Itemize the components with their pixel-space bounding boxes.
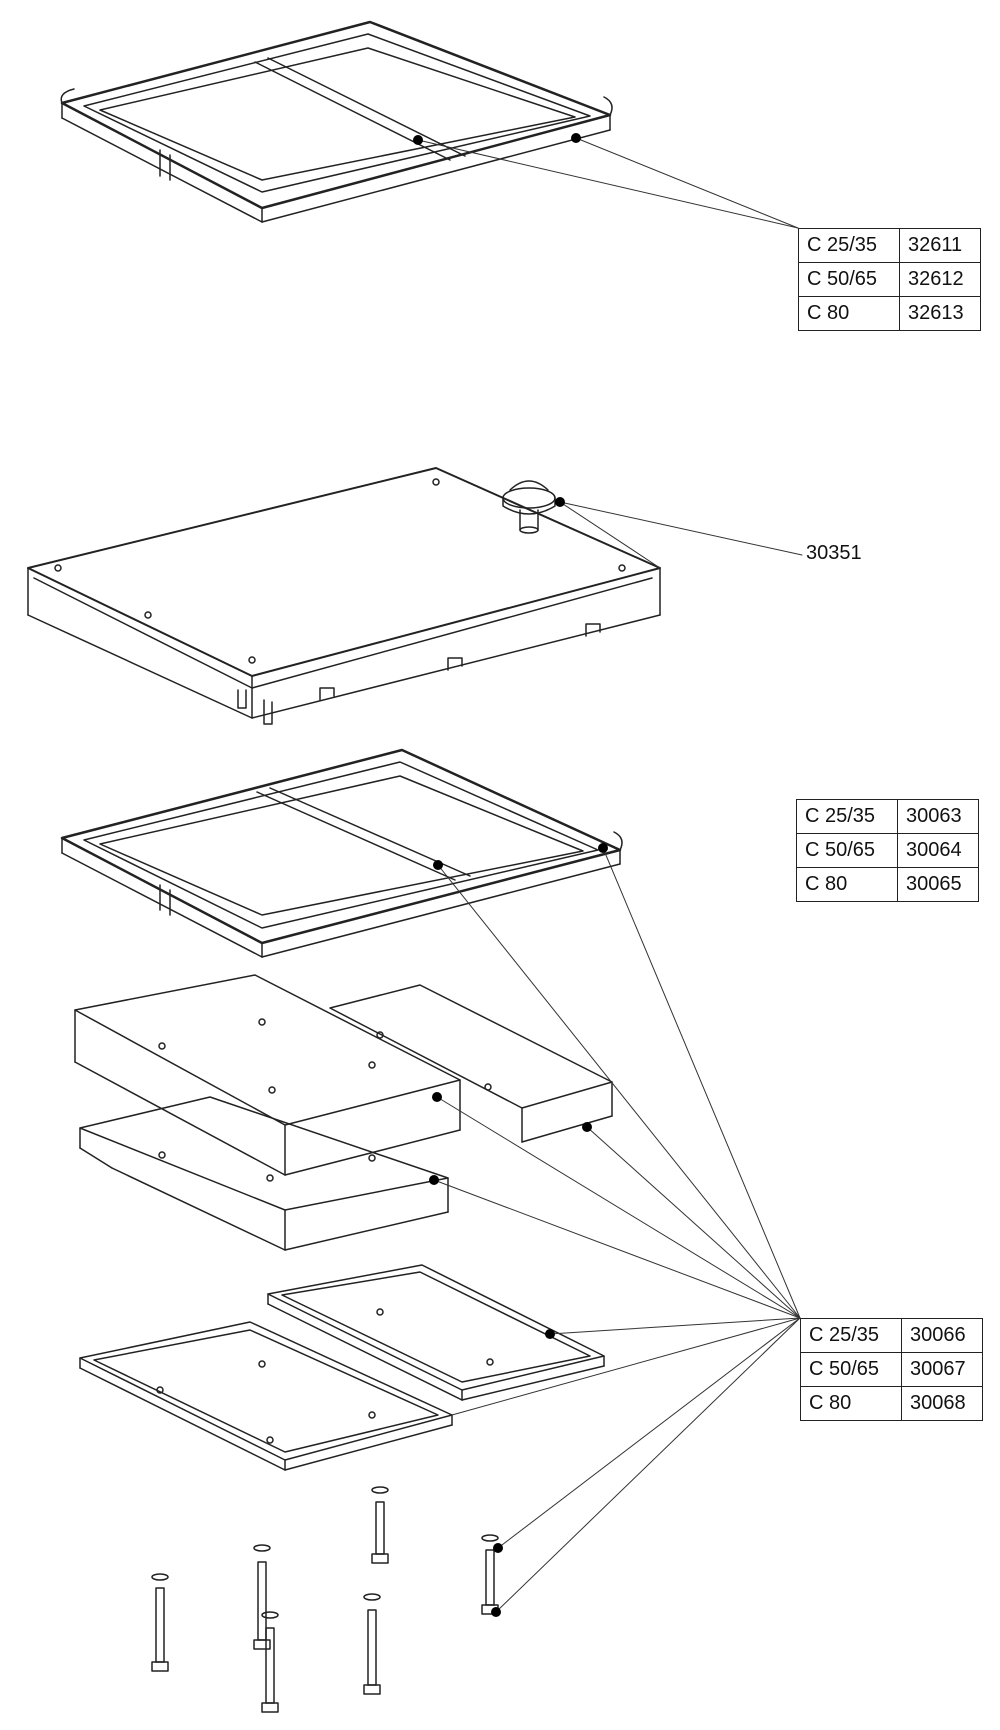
part-code-cell: 30064	[897, 833, 979, 868]
part-code-cell: 30063	[897, 799, 979, 834]
bolt-5	[363, 1593, 381, 1695]
callout-table-frame-top: C 25/35 32611 C 50/65 32612 C 80 32613	[798, 228, 981, 331]
bolt-3	[261, 1611, 279, 1713]
model-cell: C 80	[798, 296, 900, 331]
knob	[502, 480, 556, 534]
table-row: C 25/35 30063	[796, 799, 979, 834]
base-plate	[27, 467, 661, 725]
bolt-1	[151, 1573, 169, 1672]
middle-tube-frame	[60, 748, 623, 958]
leader-lines	[417, 137, 803, 1613]
trays	[79, 1264, 605, 1471]
table-row: C 25/35 32611	[798, 228, 981, 263]
model-cell: C 25/35	[800, 1318, 902, 1353]
table-row: C 25/35 30066	[800, 1318, 983, 1353]
model-cell: C 50/65	[798, 262, 900, 297]
part-code-cell: 30066	[901, 1318, 983, 1353]
callout-table-pads-trays-bolts: C 25/35 30066 C 50/65 30067 C 80 30068	[800, 1318, 983, 1421]
callout-table-frame-middle: C 25/35 30063 C 50/65 30064 C 80 30065	[796, 799, 979, 902]
foam-pads	[74, 974, 613, 1251]
part-code-cell: 30067	[901, 1352, 983, 1387]
bolt-4	[371, 1486, 389, 1564]
table-row: C 50/65 32612	[798, 262, 981, 297]
model-cell: C 25/35	[796, 799, 898, 834]
model-cell: C 25/35	[798, 228, 900, 263]
table-row: C 80 30065	[796, 867, 979, 902]
model-cell: C 50/65	[800, 1352, 902, 1387]
callout-dots	[413, 133, 608, 1617]
knob-part-label: 30351	[806, 542, 862, 564]
bolts	[151, 1486, 499, 1713]
part-code-cell: 32613	[899, 296, 981, 331]
part-code-cell: 32612	[899, 262, 981, 297]
table-row: C 50/65 30067	[800, 1352, 983, 1387]
bolt-2	[253, 1544, 271, 1650]
model-cell: C 80	[796, 867, 898, 902]
model-cell: C 80	[800, 1386, 902, 1421]
part-code-cell: 32611	[899, 228, 981, 263]
part-code-cell: 30068	[901, 1386, 983, 1421]
top-tube-frame	[60, 20, 613, 223]
model-cell: C 50/65	[796, 833, 898, 868]
part-code-cell: 30065	[897, 867, 979, 902]
table-row: C 80 30068	[800, 1386, 983, 1421]
table-row: C 80 32613	[798, 296, 981, 331]
table-row: C 50/65 30064	[796, 833, 979, 868]
